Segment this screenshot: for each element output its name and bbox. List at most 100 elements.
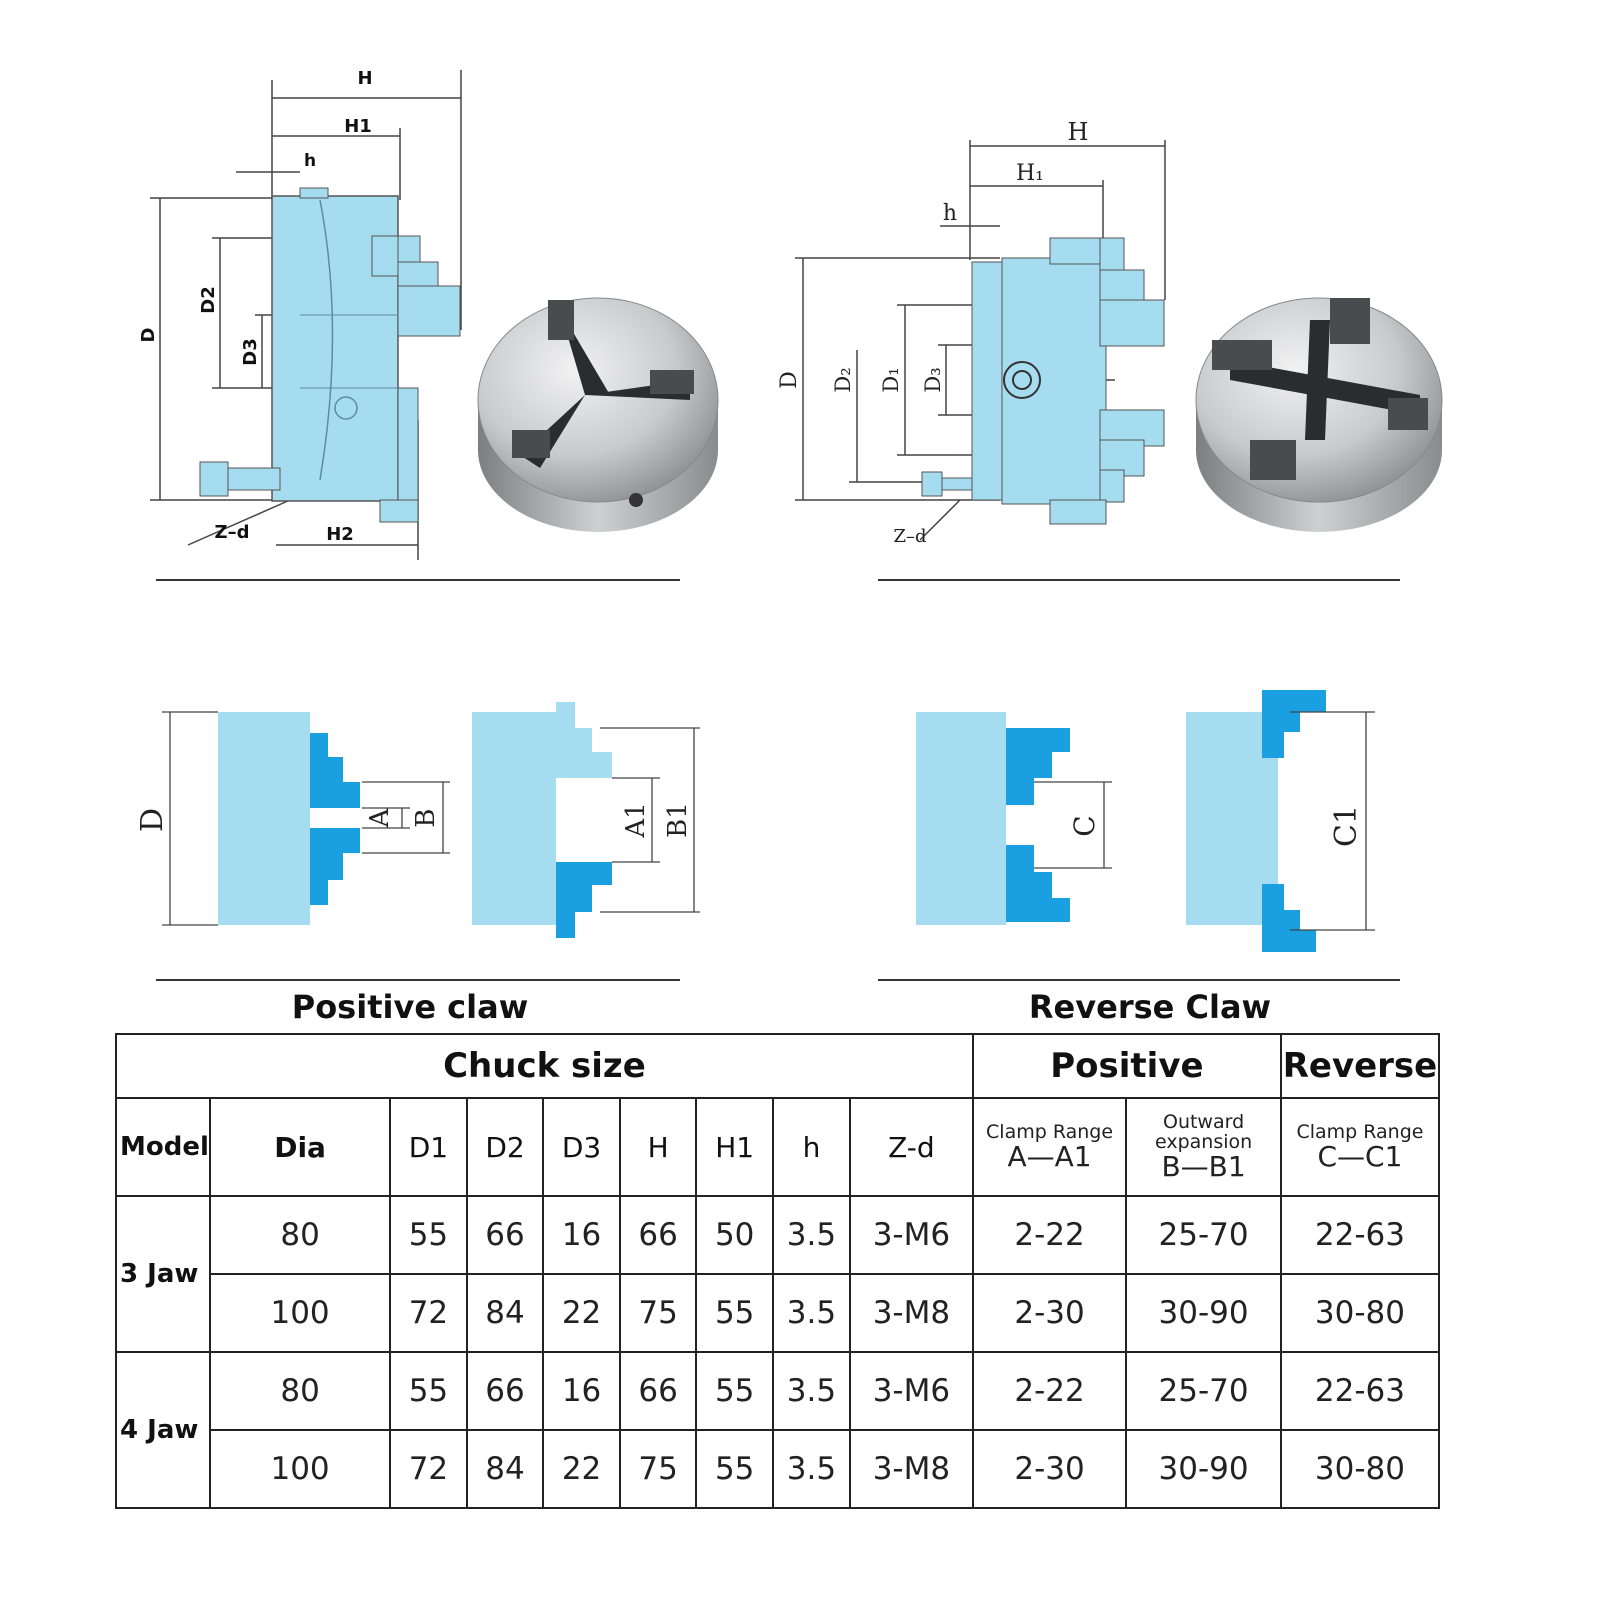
pos-label-D: D [135,808,170,832]
dim-label-h: h [304,151,316,171]
col-pos-outward: Outward expansion B—B1 [1125,1097,1282,1197]
three-jaw-chuck-drawing: H H1 h D D2 D3 Z–d H2 [138,68,1400,581]
dim-label-D3: D3 [240,338,261,365]
cell-H: 75 [618,1273,698,1353]
rev-label-C: C [1068,815,1101,836]
dim-label-D1-right: D₁ [879,367,903,392]
table-row: 100 72 84 22 75 55 3.5 3-M8 2-30 30-90 3… [116,1273,1441,1353]
cell-d1: 72 [389,1429,468,1509]
three-jaw-chuck-photo [477,297,719,532]
col-H: H [618,1097,698,1197]
dim-label-Zd-right: Z–d [893,526,926,547]
cell-reverse-c: 30-80 [1279,1273,1441,1353]
dim-label-H1: H1 [344,116,372,137]
cell-dia: 100 [208,1429,392,1509]
col-H1: H1 [695,1097,774,1197]
pos-label-A: A [365,807,395,828]
cell-outward-b: 25-70 [1125,1195,1282,1275]
cell-d3: 16 [542,1351,621,1431]
cell-d3: 16 [542,1195,621,1275]
col-h: h [771,1097,851,1197]
rev-clamp-label: Clamp Range [1296,1121,1424,1143]
pos-outward-value: B—B1 [1161,1150,1246,1183]
cell-h: 3.5 [771,1195,851,1275]
cell-reverse-c: 22-63 [1279,1195,1441,1275]
cell-H1: 50 [695,1195,774,1275]
positive-claw-inner-diagram [162,711,450,926]
pos-clamp-value: A—A1 [1007,1140,1092,1173]
reverse-claw-inner-diagram [916,712,1112,925]
cell-H1: 55 [695,1429,774,1509]
cell-zd: 3-M6 [848,1195,974,1275]
right-chuck-body [921,237,1165,525]
cell-d1: 55 [389,1195,468,1275]
table-row: 4 Jaw 80 55 66 16 66 55 3.5 3-M6 2-22 25… [115,1351,1441,1509]
col-d1: D1 [389,1097,468,1197]
table-row: 100 72 84 22 75 55 3.5 3-M8 2-30 30-90 3… [116,1429,1441,1509]
cell-zd: 3-M6 [848,1351,974,1431]
cell-d1: 72 [389,1273,468,1353]
cell-outward-b: 30-90 [1125,1429,1282,1509]
cell-clamp-a: 2-22 [971,1195,1128,1275]
cell-zd: 3-M8 [848,1273,974,1353]
rev-clamp-value: C—C1 [1317,1140,1403,1173]
col-d3: D3 [542,1097,621,1197]
cell-h: 3.5 [771,1273,851,1353]
table-row: 3 Jaw 80 55 66 16 66 50 3.5 3-M6 2-22 25… [115,1195,1441,1353]
dim-label-D-right: D [777,371,802,389]
positive-claw-outer-diagram [472,702,700,938]
header-reverse: Reverse [1279,1033,1441,1099]
dim-label-H: H [357,68,372,89]
cell-d2: 66 [465,1195,545,1275]
cell-clamp-a: 2-30 [971,1273,1128,1353]
pos-label-B1: B1 [663,802,693,838]
header-positive: Positive [971,1033,1282,1099]
cell-h: 3.5 [771,1429,851,1509]
dim-label-D3-right: D₃ [921,367,945,392]
cell-d1: 55 [389,1351,468,1431]
cell-h: 3.5 [771,1351,851,1431]
cell-dia: 80 [208,1351,392,1431]
dim-label-D: D [138,328,159,343]
model-3-jaw: 3 Jaw [115,1195,211,1353]
dim-label-H2: H2 [326,524,354,545]
rev-label-C1: C1 [1329,805,1364,847]
cell-dia: 80 [208,1195,392,1275]
cell-d2: 84 [465,1273,545,1353]
cell-clamp-a: 2-22 [971,1351,1128,1431]
header-chuck-size: Chuck size [115,1033,974,1099]
cell-d3: 22 [542,1429,621,1509]
left-chuck-body [199,187,461,523]
cell-reverse-c: 22-63 [1279,1351,1441,1431]
cell-d2: 66 [465,1351,545,1431]
dim-label-D2: D2 [198,286,219,313]
pos-label-A1: A1 [621,802,651,838]
dim-label-H1-right: H₁ [1016,161,1044,186]
dim-label-h-right: h [943,201,957,226]
col-model: Model [115,1097,211,1197]
cell-H: 66 [618,1351,698,1431]
dim-label-D2-right: D₂ [831,367,855,392]
reverse-claw-caption: Reverse Claw [1028,988,1272,1026]
model-4-jaw: 4 Jaw [115,1351,211,1509]
col-zd: Z-d [848,1097,974,1197]
chuck-spec-table: Chuck size Positive Reverse Model Dia D1… [115,1033,1441,1509]
cell-zd: 3-M8 [848,1429,974,1509]
cell-H1: 55 [695,1273,774,1353]
cell-outward-b: 30-90 [1125,1273,1282,1353]
reverse-claw-outer-diagram [1186,690,1375,952]
four-jaw-chuck-photo [1195,297,1443,532]
col-pos-clamp: Clamp Range A—A1 [971,1097,1128,1197]
col-dia: Dia [208,1097,392,1197]
pos-label-B: B [411,808,441,827]
four-jaw-chuck-drawing: H H₁ h D D₂ D₁ D₃ Z–d [777,118,1443,547]
pos-clamp-label: Clamp Range [986,1121,1114,1143]
pos-outward-label: Outward expansion [1154,1111,1253,1153]
cell-reverse-c: 30-80 [1279,1429,1441,1509]
claw-schematics: D A B A1 B1 C [135,690,1400,981]
cell-H1: 55 [695,1351,774,1431]
cell-d2: 84 [465,1429,545,1509]
positive-claw-caption: Positive claw [291,988,529,1026]
cell-H: 66 [618,1195,698,1275]
dim-label-Zd: Z–d [215,522,250,543]
